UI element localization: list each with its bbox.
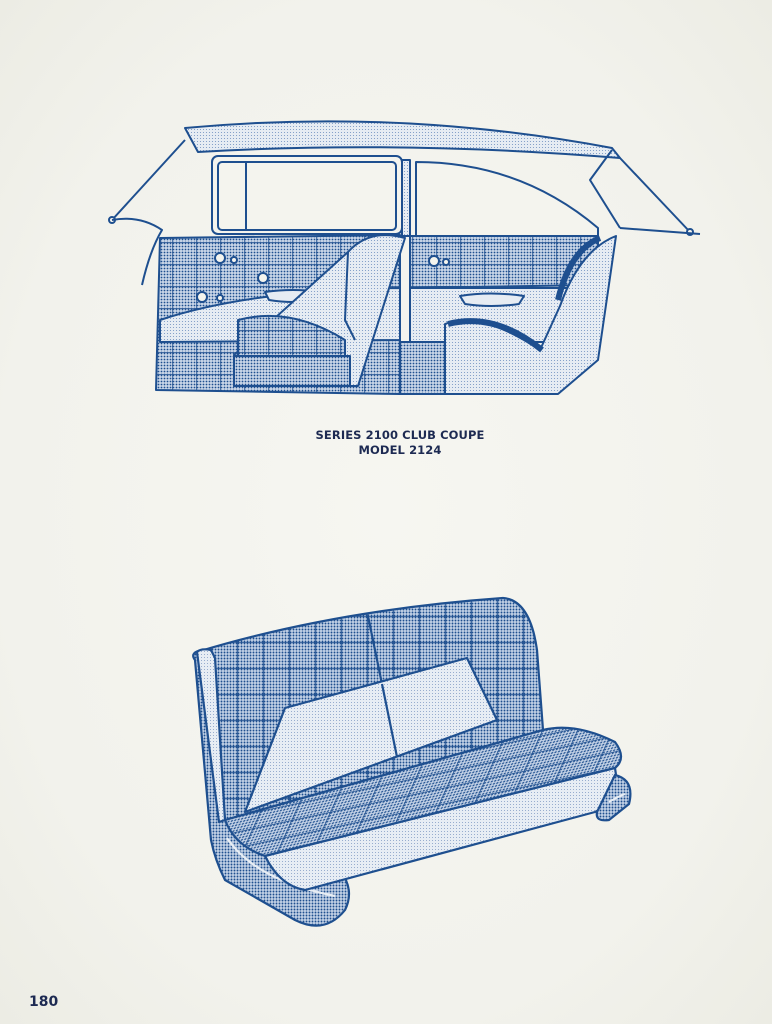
car-interior-illustration — [108, 120, 701, 395]
caption-series: SERIES 2100 CLUB COUPE — [315, 428, 485, 442]
bench-seat-illustration — [192, 596, 632, 927]
figure-caption: SERIES 2100 CLUB COUPE MODEL 2124 — [250, 428, 550, 458]
page-number: 180 — [29, 994, 59, 1010]
caption-model: MODEL 2124 — [358, 443, 442, 457]
